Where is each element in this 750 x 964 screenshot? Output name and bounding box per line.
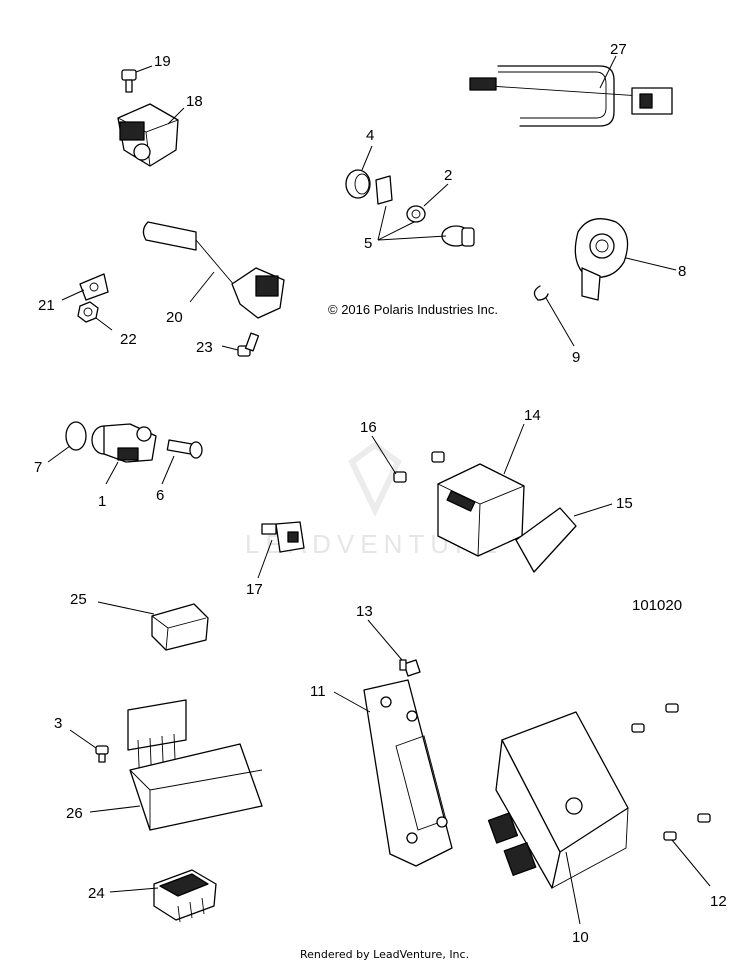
part-5-sensor [441,225,475,247]
callout-18: 18 [186,93,203,110]
part-7-oring [65,421,87,451]
part-22-nut [77,301,99,323]
callout-labels: 19 18 27 4 2 5 8 9 20 21 22 23 7 1 6 16 … [34,41,727,946]
part-12-screws [631,703,711,841]
callout-1: 1 [98,493,106,510]
part-24-switch [153,869,217,923]
copyright-notice: © 2016 Polaris Industries Inc. [328,302,498,317]
part-18-map-sensor [117,103,179,167]
part-6-bolt [166,439,203,459]
callout-24: 24 [88,885,105,902]
part-19-bolt [121,69,137,93]
leader-lines [47,55,711,925]
callout-20: 20 [166,309,183,326]
part-2-seal [406,205,426,223]
part-11-ecu-mount [363,679,453,867]
callout-13: 13 [356,603,373,620]
callout-21: 21 [38,297,55,314]
part-26-module [127,699,263,831]
footer-credit: Rendered by LeadVenture, Inc. [300,948,469,961]
callout-8: 8 [678,263,686,280]
callout-3: 3 [54,715,62,732]
callout-16: 16 [360,419,377,436]
callout-27: 27 [610,41,627,58]
callout-9: 9 [572,349,580,366]
part-16-bolt [393,451,445,483]
callout-25: 25 [70,591,87,608]
part-20-speed-sensor [142,221,285,319]
callout-6: 6 [156,487,164,504]
part-10-ecu [487,711,629,889]
part-3-screw [95,745,109,763]
diagram-number: 101020 [632,597,682,614]
callout-11: 11 [310,683,326,700]
callout-23: 23 [196,339,213,356]
part-15-pad [515,507,577,573]
callout-2: 2 [444,167,452,184]
callout-26: 26 [66,805,83,822]
part-25-relay [151,603,209,651]
callout-14: 14 [524,407,541,424]
callout-12: 12 [710,893,727,910]
part-9-clip [533,285,549,301]
callout-17: 17 [246,581,263,598]
callout-19: 19 [154,53,171,70]
part-27-harness [469,65,673,127]
part-4-cap [345,169,371,199]
callout-22: 22 [120,331,137,348]
part-14-ecu-bracket [437,463,525,557]
callout-10: 10 [572,929,589,946]
part-17-temp-sensor [261,521,305,553]
part-8-knock-sensor [574,218,629,301]
callout-7: 7 [34,459,42,476]
part-13-fastener [399,659,421,677]
part-23-screw [237,332,260,357]
part-5-bracket [375,175,393,205]
callout-15: 15 [616,495,633,512]
callout-5: 5 [364,235,372,252]
part-1-cam-sensor [91,423,157,463]
part-21-clip [79,273,109,301]
callout-4: 4 [366,127,374,144]
